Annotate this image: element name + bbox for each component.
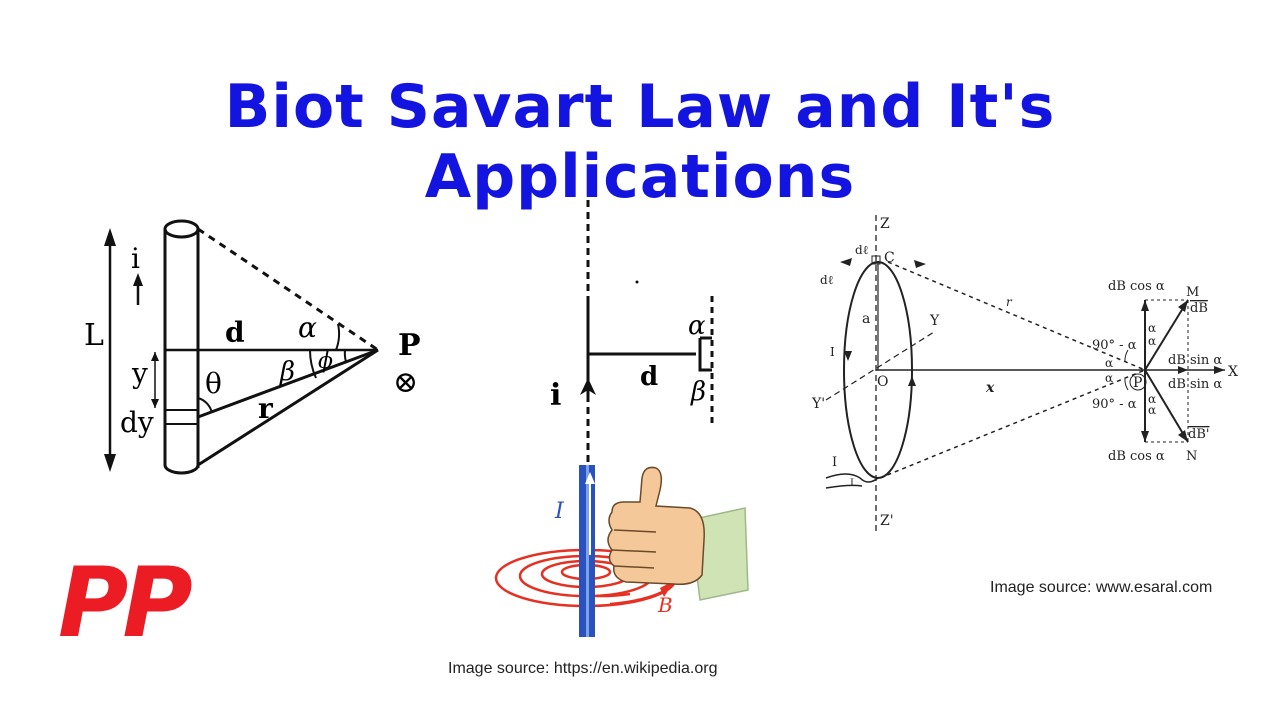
label-a: a — [862, 311, 870, 327]
label-angle-bottom: 90° - α — [1092, 397, 1137, 412]
label-alpha-2: α — [1105, 356, 1113, 370]
label-c: C — [884, 250, 895, 266]
label-alpha-4: α — [1148, 392, 1156, 406]
wire-and-right-hand-rule: i d α β I B — [480, 195, 750, 640]
thumbs-up-hand-icon — [607, 466, 749, 601]
element-dy — [164, 409, 199, 425]
label-alpha: α — [688, 311, 706, 341]
label-B: B — [657, 593, 673, 617]
label-x-distance: x — [985, 380, 995, 396]
cylinder-top — [163, 219, 200, 239]
label-current-in1: I — [832, 455, 837, 470]
label-dB-cos-bottom: dB cos α — [1108, 449, 1165, 464]
page-title: Biot Savart Law and It's Applications — [224, 72, 1056, 212]
label-M: M — [1186, 285, 1199, 300]
straight-wire-diagram: L i d α β ϕ P ⊗ y dy θ r — [84, 205, 440, 490]
circular-loop-diagram: Z Z' Y Y' X O x a C dℓ dℓ r I I I P dB c… — [808, 210, 1248, 535]
label-theta: θ — [205, 367, 222, 400]
label-into-page: ⊗ — [393, 365, 418, 400]
label-alpha-6: α — [1148, 403, 1156, 417]
label-x-axis: X — [1228, 364, 1238, 380]
label-r: r — [258, 392, 274, 425]
label-I: I — [554, 499, 565, 524]
label-L: L — [84, 318, 104, 353]
label-angle-top: 90° - α — [1092, 338, 1137, 353]
label-dB-sin-top: dB sin α — [1168, 353, 1222, 368]
label-y: y — [131, 357, 148, 390]
label-z: Z — [880, 216, 890, 232]
label-phi: ϕ — [318, 349, 333, 374]
label-beta: β — [279, 357, 295, 387]
label-y: Y — [929, 313, 940, 329]
label-alpha-5: α — [1148, 321, 1156, 335]
label-d: d — [640, 362, 658, 392]
image-source-wikipedia: Image source: https://en.wikipedia.org — [448, 660, 718, 677]
label-origin: O — [877, 374, 888, 390]
label-P: P — [1133, 375, 1142, 391]
pp-logo: PP — [58, 547, 193, 659]
label-loop-current: I — [830, 345, 835, 359]
label-y-prime: Y' — [811, 396, 825, 412]
label-i: i — [550, 378, 561, 413]
label-alpha-3: α — [1105, 371, 1113, 385]
label-N: N — [1186, 449, 1197, 464]
label-d: d — [225, 316, 245, 349]
label-P: P — [398, 328, 421, 363]
label-dl-vector: dℓ — [820, 273, 834, 287]
image-source-esaral: Image source: www.esaral.com — [990, 579, 1213, 596]
cylinder-bottom — [163, 464, 200, 475]
label-dy: dy — [120, 406, 154, 439]
label-alpha-1: α — [1148, 334, 1156, 348]
label-dB-prime: dB' — [1188, 427, 1209, 442]
label-z-prime: Z' — [880, 513, 894, 529]
cylinder-body — [163, 228, 200, 468]
label-dl: dℓ — [855, 243, 869, 257]
label-beta: β — [690, 377, 706, 407]
label-alpha: α — [298, 311, 317, 344]
label-dB: dB — [1190, 301, 1208, 316]
label-dB-cos-top: dB cos α — [1108, 279, 1165, 294]
label-current-in2: I — [850, 478, 854, 489]
label-r: r — [1006, 295, 1013, 309]
label-i: i — [131, 242, 140, 275]
label-dB-sin-bottom: dB sin α — [1168, 377, 1222, 392]
